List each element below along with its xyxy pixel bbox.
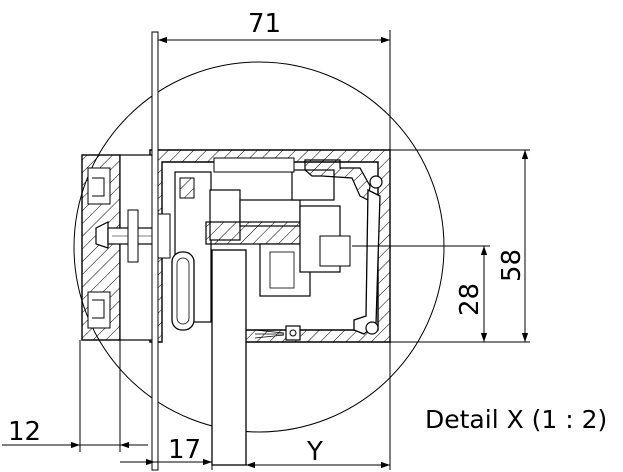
dim-17-label: 17 <box>168 435 201 465</box>
dim-58-label: 58 <box>497 249 527 282</box>
mechanism <box>171 157 351 331</box>
dim-28: 28 <box>455 246 488 342</box>
dim-71-label: 71 <box>248 9 281 39</box>
hook-profile <box>304 159 383 335</box>
detail-circle <box>73 61 445 433</box>
dim-28-label: 28 <box>455 283 485 316</box>
dim-58: 58 <box>497 150 529 342</box>
detail-caption: Detail X (1 : 2) <box>425 405 607 434</box>
extension-lines <box>211 30 530 470</box>
dim-17: 17 <box>120 435 212 466</box>
left-panel <box>81 154 156 341</box>
dim-y: Y <box>246 437 390 469</box>
vertical-panel <box>79 31 247 471</box>
dim-y-label: Y <box>306 437 323 467</box>
dim-12-label: 12 <box>8 417 41 447</box>
dim-12: 12 <box>2 417 148 449</box>
small-fastener <box>254 325 301 341</box>
dim-71: 71 <box>158 9 390 44</box>
